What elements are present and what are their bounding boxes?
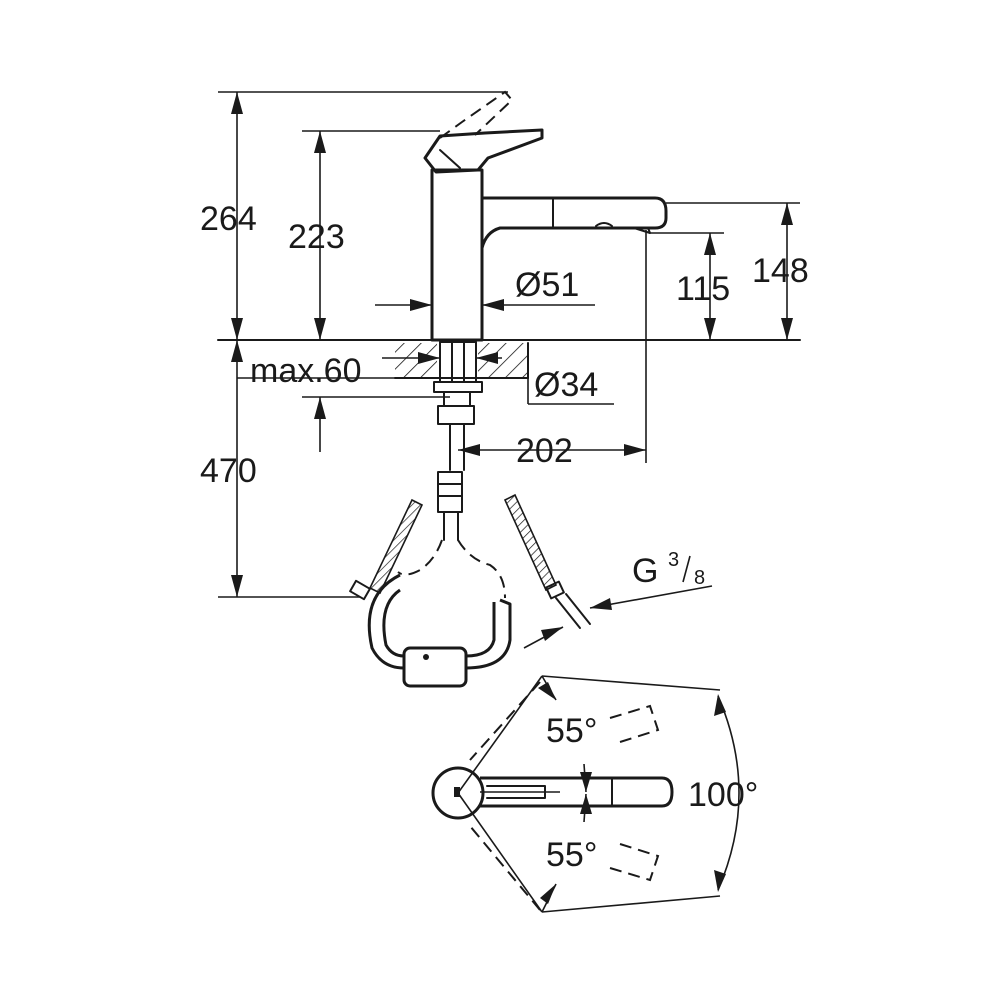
hose-loop-weight — [367, 573, 512, 688]
dim-d51 — [375, 299, 595, 311]
supply-hose-right — [503, 493, 591, 629]
label-148: 148 — [752, 252, 809, 290]
label-223: 223 — [288, 218, 345, 256]
label-max60: max.60 — [250, 352, 362, 390]
label-55-lower: 55° — [546, 836, 597, 874]
label-55-upper: 55° — [546, 712, 597, 750]
faucet-body — [430, 168, 484, 342]
label-d34: Ø34 — [534, 366, 598, 404]
label-100: 100° — [688, 776, 758, 814]
dim-470 — [218, 340, 450, 598]
label-115: 115 — [676, 270, 730, 308]
supply-hose-left — [349, 498, 424, 601]
label-470: 470 — [200, 452, 257, 490]
faucet-spout — [480, 196, 668, 249]
label-202: 202 — [516, 432, 573, 470]
label-d51: Ø51 — [515, 266, 579, 304]
mounting-shank — [433, 341, 483, 541]
top-view-base — [431, 766, 485, 820]
label-thread-num: 3 — [668, 549, 679, 571]
faucet-lever — [423, 128, 544, 174]
dim-223 — [302, 130, 440, 340]
label-264: 264 — [200, 200, 257, 238]
countertop-section — [394, 342, 529, 379]
dim-d34 — [527, 372, 614, 405]
dim-202 — [458, 230, 647, 463]
dim-115 — [650, 232, 724, 340]
top-view-spout — [480, 776, 674, 808]
label-thread-g: G — [632, 552, 658, 590]
dim-148 — [666, 202, 800, 340]
dim-thread — [523, 585, 713, 649]
dim-264 — [218, 91, 508, 340]
faucet-top-view — [431, 675, 740, 913]
pullout-hose-path — [397, 539, 443, 576]
label-thread-den: 8 — [694, 567, 705, 589]
dim-max60 — [237, 352, 502, 379]
